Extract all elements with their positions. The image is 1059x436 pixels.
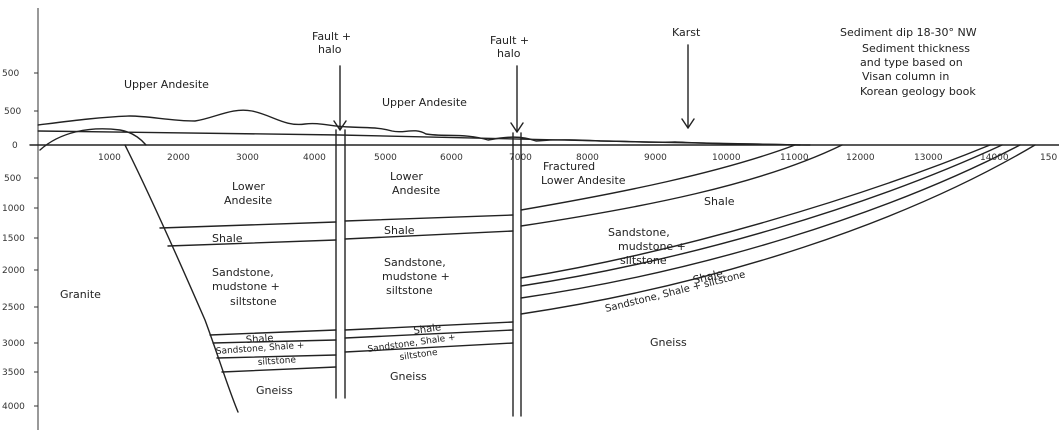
y-tick-label: 1500	[2, 234, 25, 244]
lower-andesite-label-1b: Andesite	[224, 194, 272, 207]
fault-label-2-line1: Fault +	[490, 34, 529, 47]
note-line-3: and type based on	[860, 56, 963, 69]
shale-label: Shale	[384, 224, 415, 237]
y-tick-label: 2000	[2, 266, 25, 276]
upper-andesite-label-2: Upper Andesite	[382, 96, 467, 109]
sss-label-thin-b: siltstone	[399, 348, 439, 363]
sss-label-dipping: Sandstone, Shale + siltstone	[604, 269, 747, 315]
x-tick-label: 150	[1040, 153, 1057, 163]
y-tick-label: 500	[4, 174, 21, 184]
granite-label: Granite	[60, 288, 101, 301]
note-line-4: Visan column in	[862, 70, 949, 83]
layer-boundary	[222, 367, 336, 372]
y-tick-label: 2500	[2, 303, 25, 313]
fault-label-2-line2: halo	[497, 47, 521, 60]
x-tick-label: 2000	[167, 153, 190, 163]
x-tick-label: 5000	[374, 153, 397, 163]
shale-label: Shale	[704, 195, 735, 208]
gneiss-label: Gneiss	[650, 336, 687, 349]
x-tick-label: 3000	[236, 153, 259, 163]
y-tick-label: 1000	[2, 204, 25, 214]
x-tick-label: 12000	[846, 153, 875, 163]
sss-label-thin-b: siltstone	[258, 355, 297, 368]
sms-label-1c: siltstone	[230, 295, 277, 308]
note-line-5: Korean geology book	[860, 85, 976, 98]
x-tick-label: 9000	[644, 153, 667, 163]
fault-zone-2	[513, 133, 521, 416]
sms-label-3a: Sandstone,	[608, 226, 670, 239]
layer-boundary	[345, 215, 513, 221]
y-tick-label: 3000	[2, 339, 25, 349]
y-tick-label: 500	[4, 107, 21, 117]
x-tick-label: 10000	[712, 153, 741, 163]
fault-label-1-line1: Fault +	[312, 30, 351, 43]
sms-label-3b: mudstone +	[618, 240, 686, 253]
dipping-boundary	[521, 145, 1020, 298]
lower-andesite-label-2b: Andesite	[392, 184, 440, 197]
gneiss-label: Gneiss	[390, 370, 427, 383]
x-tick-label: 1000	[98, 153, 121, 163]
upper-andesite-label-1: Upper Andesite	[124, 78, 209, 91]
lower-andesite-label-1a: Lower	[232, 180, 265, 193]
topography-line	[38, 110, 810, 145]
arrow-karst	[682, 45, 694, 128]
sms-label-1a: Sandstone,	[212, 266, 274, 279]
x-tick-label: 6000	[440, 153, 463, 163]
note-line-1: Sediment dip 18-30° NW	[840, 26, 977, 39]
fault-label-1-line2: halo	[318, 43, 342, 56]
sms-label-2c: siltstone	[386, 284, 433, 297]
x-tick-label: 13000	[914, 153, 943, 163]
fault-zone-1	[336, 130, 345, 398]
y-tick-marks	[34, 73, 38, 406]
note-line-2: Sediment thickness	[862, 42, 970, 55]
y-tick-label: 4000	[2, 402, 25, 412]
sms-label-2a: Sandstone,	[384, 256, 446, 269]
y-tick-label: 3500	[2, 368, 25, 378]
sms-label-1b: mudstone +	[212, 280, 280, 293]
arrow-fault-2	[511, 66, 523, 132]
shale-label: Shale	[212, 232, 243, 245]
fractured-label-a: Fractured	[543, 160, 595, 173]
sms-label-3c: siltstone	[620, 254, 667, 267]
sms-label-2b: mudstone +	[382, 270, 450, 283]
x-tick-label: 4000	[303, 153, 326, 163]
karst-label: Karst	[672, 26, 701, 39]
gneiss-label: Gneiss	[256, 384, 293, 397]
lower-andesite-label-2a: Lower	[390, 170, 423, 183]
layer-boundary	[168, 240, 336, 246]
y-tick-label: 0	[12, 141, 18, 151]
upper-andesite-base	[38, 131, 800, 145]
layer-boundary	[160, 222, 336, 228]
arrow-fault-1	[334, 66, 346, 130]
layer-boundary	[345, 231, 513, 239]
y-tick-label: 500	[2, 69, 19, 79]
fractured-label-b: Lower Andesite	[541, 174, 626, 187]
